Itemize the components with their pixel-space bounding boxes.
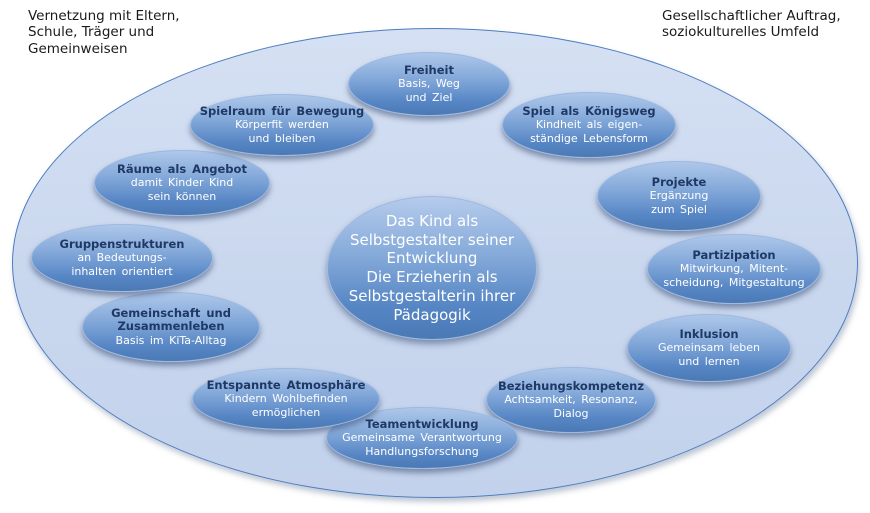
bubble-body: Körperfit werden und bleiben (235, 118, 329, 145)
bubble-title: Räume als Angebot (117, 161, 247, 176)
bubble-title: Partizipation (692, 247, 776, 262)
bubble-gruppenstrukturen: Gruppenstrukturen an Bedeutungs- inhalte… (31, 224, 213, 292)
bubble-body: Kindheit als eigen- ständige Lebensform (530, 118, 648, 145)
note-vernetzung: Vernetzung mit Eltern, Schule, Träger un… (28, 8, 180, 57)
bubble-body: Achtsamkeit, Resonanz, Dialog (504, 393, 638, 420)
bubble-inklusion: Inklusion Gemeinsam leben und lernen (627, 314, 791, 382)
bubble-body: Gemeinsam leben und lernen (657, 341, 761, 368)
bubble-partizipation: Partizipation Mitwirkung, Mitent- scheid… (647, 234, 821, 304)
bubble-spiel-als-koenigsweg: Spiel als Königsweg Kindheit als eigen- … (502, 92, 676, 158)
bubble-title: Inklusion (679, 326, 739, 341)
bubble-title: Teamentwicklung (365, 416, 479, 431)
bubble-title: Beziehungskompetenz (497, 378, 645, 393)
bubble-title: Gemeinschaft und Zusammenleben (111, 305, 231, 334)
bubble-body: Kindern Wohlbefinden ermöglichen (224, 392, 348, 419)
bubble-title: Gruppenstrukturen (59, 236, 185, 251)
bubble-title: Spiel als Königsweg (522, 103, 656, 118)
bubble-body: damit Kinder Kind sein können (130, 176, 234, 203)
bubble-title: Projekte (651, 174, 707, 189)
bubble-entspannte-atmosphaere: Entspannte Atmosphäre Kindern Wohlbefind… (192, 368, 380, 430)
center-ellipse: Das Kind als Selbstgestalter seiner Entw… (327, 196, 537, 340)
bubble-spielraum-fuer-bewegung: Spielraum für Bewegung Körperfit werden … (190, 94, 374, 156)
bubble-title: Spielraum für Bewegung (199, 103, 365, 118)
note-gesellschaftlicher-auftrag: Gesellschaftlicher Auftrag, soziokulture… (662, 8, 841, 41)
bubble-beziehungskompetenz: Beziehungskompetenz Achtsamkeit, Resonan… (486, 367, 656, 433)
bubble-raeume-als-angebot: Räume als Angebot damit Kinder Kind sein… (94, 150, 270, 216)
bubble-body: an Bedeutungs- inhalten orientiert (71, 251, 173, 278)
bubble-title: Freiheit (404, 62, 454, 77)
bubble-body: Ergänzung zum Spiel (649, 189, 709, 216)
bubble-body: Basis, Weg und Ziel (398, 77, 460, 104)
bubble-title: Entspannte Atmosphäre (206, 377, 366, 392)
bubble-projekte: Projekte Ergänzung zum Spiel (597, 161, 761, 231)
center-text: Das Kind als Selbstgestalter seiner Entw… (348, 211, 516, 324)
bubble-freiheit: Freiheit Basis, Weg und Ziel (348, 52, 510, 116)
bubble-body: Mitwirkung, Mitent- scheidung, Mitgestal… (663, 262, 805, 289)
bubble-gemeinschaft-und-zusammenleben: Gemeinschaft und Zusammenleben Basis im … (82, 292, 260, 362)
bubble-body: Gemeinsame Verantwortung Handlungsforsch… (342, 431, 502, 458)
bubble-body: Basis im KiTa-Alltag (115, 334, 227, 348)
